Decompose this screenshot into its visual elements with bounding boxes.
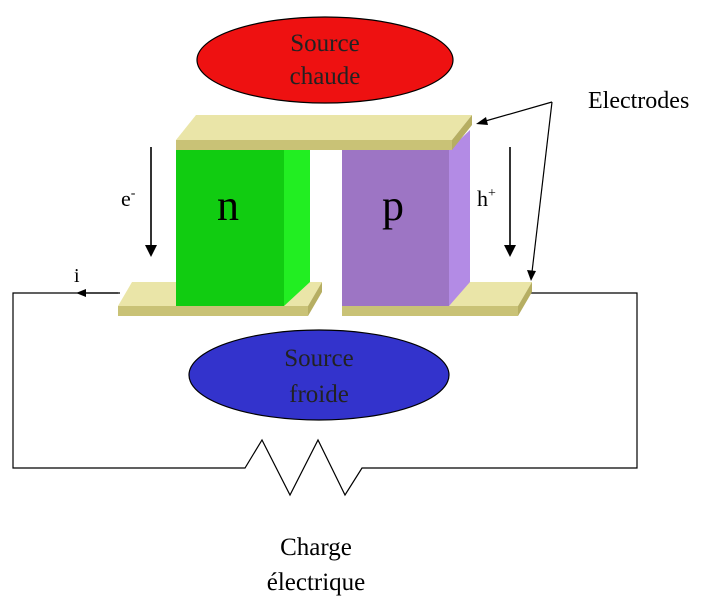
hot-source-label-line2: chaude (290, 63, 361, 90)
electrodes-label: Electrodes (588, 88, 689, 114)
load-label-line1: Charge (280, 534, 352, 561)
current-label: i (74, 265, 80, 287)
n-leg-label: n (217, 181, 239, 230)
n-leg: n (176, 150, 310, 306)
electron-superscript: - (131, 186, 136, 201)
load-label-line2: électrique (267, 569, 366, 596)
electrodes-pointers (476, 101, 553, 281)
hot-source: Source chaude (196, 16, 454, 104)
hole-superscript: + (488, 186, 496, 201)
cold-source-label-line2: froide (289, 381, 349, 408)
top-electrode (176, 115, 472, 150)
circuit-wire (12, 292, 638, 497)
electron-label: e- (121, 186, 136, 211)
hot-source-label-line1: Source (290, 30, 359, 57)
p-leg-label: p (382, 181, 404, 230)
current-arrow (76, 289, 118, 297)
cold-source: Source froide (188, 329, 450, 421)
electron-arrow (145, 147, 157, 257)
p-leg: p (342, 130, 470, 306)
cold-source-label-line1: Source (284, 345, 353, 372)
hole-arrow (504, 147, 516, 257)
hole-label: h+ (477, 186, 496, 211)
